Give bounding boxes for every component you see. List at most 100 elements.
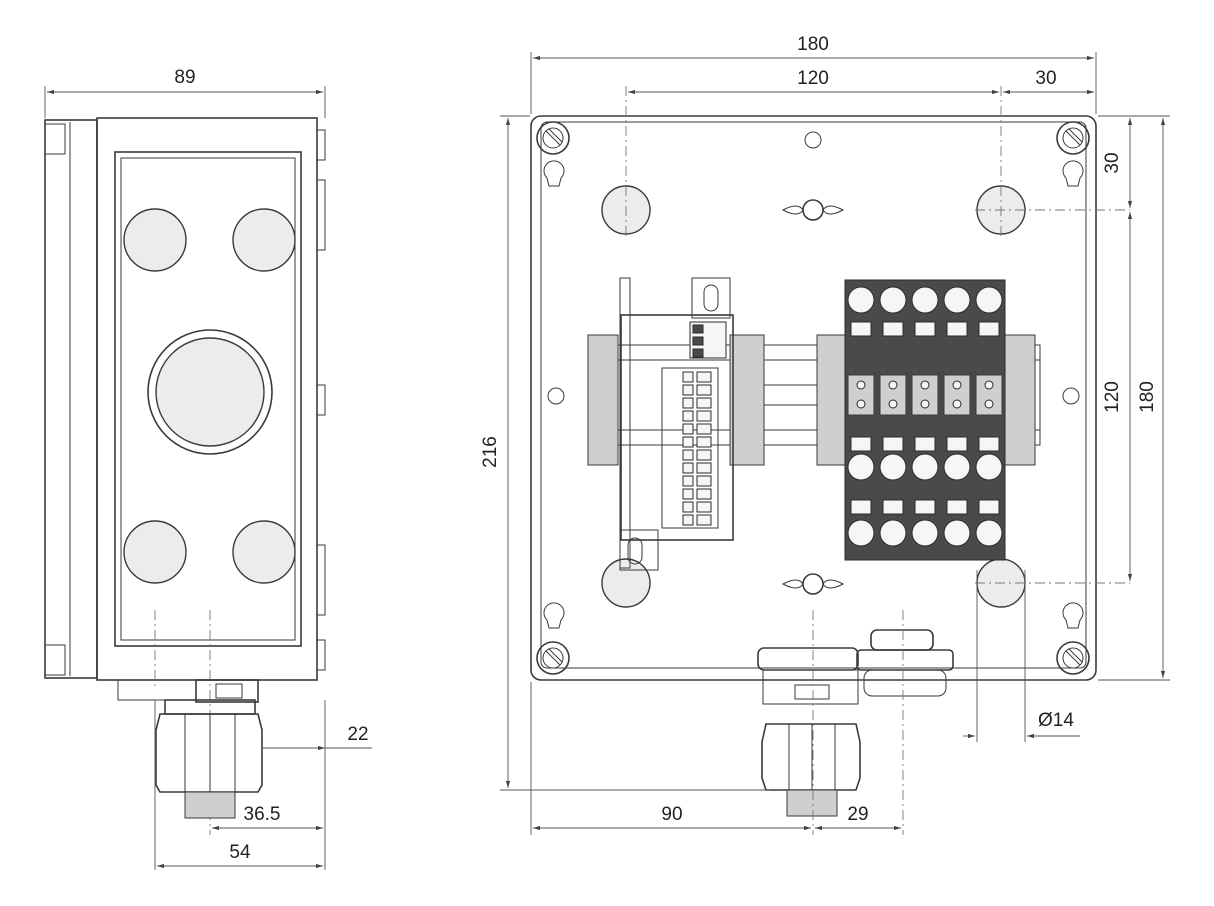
module-pin-slot xyxy=(696,475,712,487)
side-dimensions: 89 22 36.5 54 xyxy=(44,67,372,870)
dim-side-gland-center: 36.5 xyxy=(244,804,281,825)
terminal-label xyxy=(914,436,936,452)
side-hinge-top xyxy=(44,123,66,155)
terminal-label xyxy=(946,321,968,337)
side-knockout-large-outer xyxy=(147,329,273,455)
bridge-pin xyxy=(984,380,994,390)
bridge-pin xyxy=(952,399,962,409)
module-pin xyxy=(682,371,694,383)
end-stop xyxy=(816,334,848,466)
module-pin xyxy=(682,397,694,409)
terminal-label xyxy=(882,499,904,515)
cable-gland-secondary xyxy=(856,629,954,697)
terminal-screw xyxy=(975,453,1003,481)
terminal-blocks xyxy=(844,279,1006,561)
dim-front-hole-edge-right: 30 xyxy=(1035,68,1056,89)
terminal-module xyxy=(619,277,734,571)
terminal-screw xyxy=(911,453,939,481)
dim-front-width: 180 xyxy=(797,34,829,55)
bridge-pin xyxy=(888,399,898,409)
module-pin xyxy=(682,449,694,461)
module-pin-slot xyxy=(696,384,712,396)
dim-front-height: 180 xyxy=(1137,381,1158,413)
terminal-label xyxy=(914,499,936,515)
module-pin-slot xyxy=(696,371,712,383)
module-pin xyxy=(682,462,694,474)
terminal-screw xyxy=(911,519,939,547)
bridge-pin xyxy=(856,380,866,390)
side-view xyxy=(44,117,326,835)
terminal-screw xyxy=(847,286,875,314)
module-pin xyxy=(682,384,694,396)
side-knockout-hole xyxy=(123,208,187,272)
dim-front-hole-edge-top: 30 xyxy=(1102,152,1123,173)
module-pin-slot xyxy=(696,462,712,474)
module-pin xyxy=(682,488,694,500)
front-view xyxy=(530,86,1130,835)
terminal-screw xyxy=(879,453,907,481)
side-cable-gland xyxy=(155,713,263,793)
side-knockout-hole xyxy=(232,208,296,272)
module-pin xyxy=(682,410,694,422)
terminal-label xyxy=(978,436,1000,452)
bridge-pin xyxy=(888,380,898,390)
side-inner-panel xyxy=(114,151,302,647)
dim-gland-from-left: 90 xyxy=(661,804,682,825)
wing-screw-top xyxy=(781,199,845,221)
bridge-pin xyxy=(984,399,994,409)
dim-side-cable-offset: 22 xyxy=(347,724,368,745)
wing-screw-bottom xyxy=(781,573,845,595)
module-pin-slot xyxy=(696,514,712,526)
module-pin xyxy=(682,436,694,448)
front-enclosure-outer xyxy=(530,115,1097,681)
side-hinge-bottom xyxy=(44,644,66,676)
terminal-label xyxy=(882,321,904,337)
corner-screw-tl xyxy=(536,121,570,155)
module-pin-slot xyxy=(696,449,712,461)
end-stop xyxy=(587,334,619,466)
terminal-label xyxy=(914,321,936,337)
terminal-label xyxy=(882,436,904,452)
dim-front-hole-spacing: 120 xyxy=(797,68,829,89)
module-pin xyxy=(682,423,694,435)
side-knockout-hole xyxy=(123,520,187,584)
side-lid xyxy=(44,119,98,679)
side-knockout-large xyxy=(155,337,265,447)
front-dimensions: 180 120 30 30 120 180 216 90 29 Ø14 xyxy=(480,34,1170,835)
bridge-pin xyxy=(856,399,866,409)
end-stop xyxy=(729,334,765,466)
module-pin-slot xyxy=(696,410,712,422)
corner-screw-bl xyxy=(536,641,570,675)
terminal-label xyxy=(946,499,968,515)
module-pin-slot xyxy=(696,423,712,435)
terminal-screw xyxy=(943,453,971,481)
module-pin xyxy=(682,475,694,487)
module-pin xyxy=(682,514,694,526)
bridge-pin xyxy=(920,399,930,409)
module-pin-slot xyxy=(696,488,712,500)
terminal-label xyxy=(850,436,872,452)
terminal-label xyxy=(946,436,968,452)
terminal-label xyxy=(850,499,872,515)
end-stop xyxy=(1004,334,1036,466)
bridge-pin xyxy=(920,380,930,390)
dim-hole-diameter: Ø14 xyxy=(1038,710,1074,731)
terminal-screw xyxy=(847,453,875,481)
side-gland-cap xyxy=(195,679,259,703)
dim-side-width: 89 xyxy=(174,67,195,88)
terminal-screw xyxy=(943,286,971,314)
terminal-screw xyxy=(911,286,939,314)
bridge-pin xyxy=(952,380,962,390)
dim-front-hole-spacing-vertical: 120 xyxy=(1102,381,1123,413)
terminal-label xyxy=(978,499,1000,515)
module-pin-slot xyxy=(696,397,712,409)
terminal-screw xyxy=(943,519,971,547)
keyhole-mount xyxy=(543,160,565,187)
terminal-label xyxy=(850,321,872,337)
cable-gland-main xyxy=(757,647,861,817)
terminal-screw xyxy=(879,286,907,314)
mounting-hole xyxy=(601,558,651,608)
side-cable xyxy=(184,791,236,819)
keyhole-mount xyxy=(1062,160,1084,187)
